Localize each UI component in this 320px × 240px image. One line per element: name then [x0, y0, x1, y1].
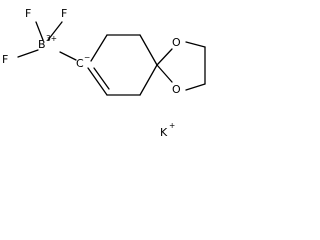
bond-b-c — [59, 51, 77, 61]
bond-spiro-o-top — [156, 48, 173, 66]
bond-o-bottom-ch2 — [185, 83, 206, 91]
bond-c6-c1-double — [93, 67, 110, 90]
carbanion-atom: C — [76, 57, 84, 70]
atom-labels: F F F B 3+ C − O O K + — [2, 7, 181, 139]
bond-b-f-left — [17, 49, 39, 58]
bond-spiro-o-bottom — [156, 64, 173, 83]
bonds — [17, 21, 206, 96]
bond-spiro-c5 — [139, 64, 158, 96]
potassium-charge: + — [169, 121, 175, 130]
chemical-structure: F F F B 3+ C − O O K + — [2, 7, 206, 139]
bond-b-f-top-right — [47, 21, 63, 41]
oxygen-bottom: O — [172, 83, 181, 96]
bond-c6-c1 — [87, 67, 108, 96]
bond-c1-c2 — [90, 34, 108, 62]
fluorine-top-right: F — [61, 7, 67, 20]
boron-charge: 3+ — [46, 34, 57, 43]
potassium-ion: K — [160, 126, 168, 139]
fluorine-left: F — [2, 53, 8, 66]
oxygen-top: O — [172, 36, 181, 49]
carbanion-charge: − — [84, 53, 90, 62]
bond-b-f-top-left — [35, 21, 44, 41]
bond-c3-spiro — [139, 34, 158, 66]
fluorine-top-left: F — [25, 7, 31, 20]
bond-o-top-ch2 — [185, 41, 206, 48]
boron-atom: B — [38, 38, 46, 51]
